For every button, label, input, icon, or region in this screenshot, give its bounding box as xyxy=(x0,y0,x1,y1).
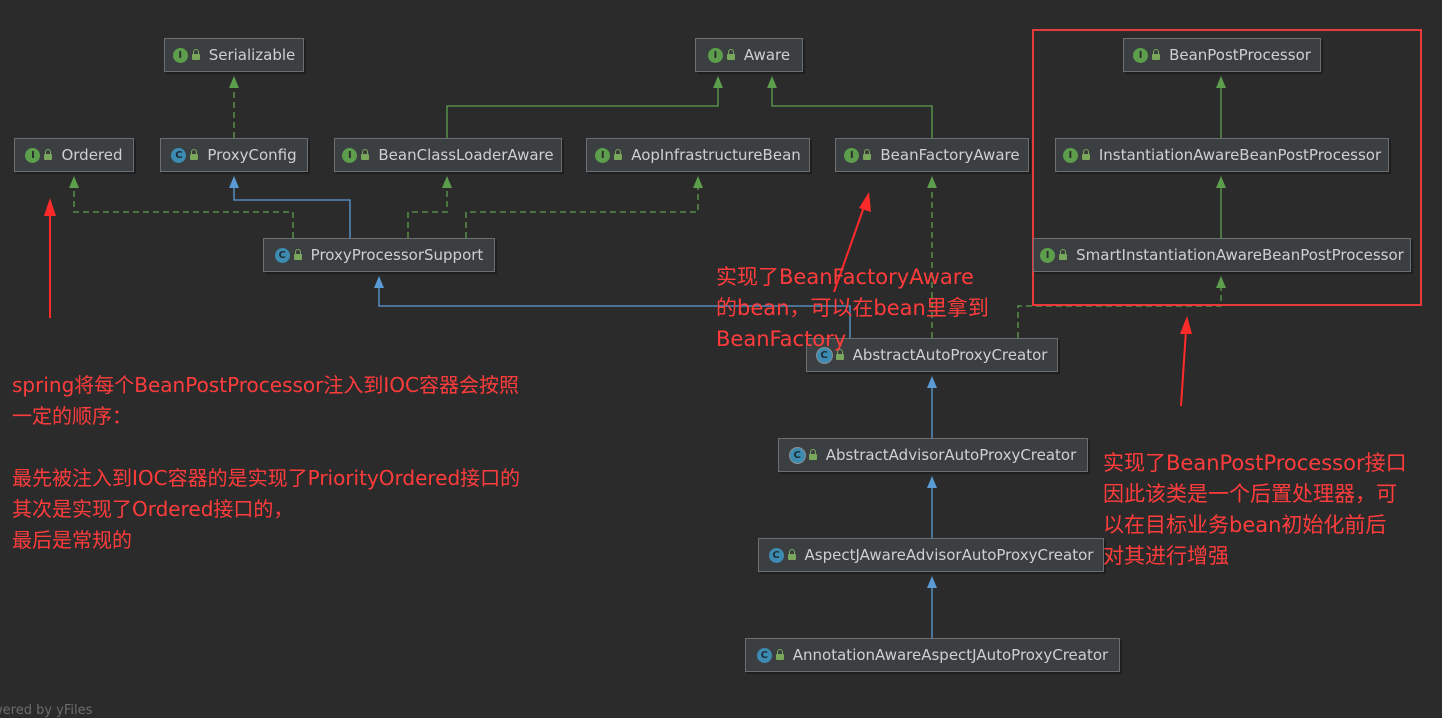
node-label: AbstractAutoProxyCreator xyxy=(852,346,1048,364)
abstract-class-icon: C xyxy=(816,347,832,363)
lock-icon xyxy=(726,49,735,60)
bean-post-processor-note: 实现了BeanPostProcessor接口 因此该类是一个后置处理器，可 以在… xyxy=(1103,451,1407,568)
link-aapc-pps xyxy=(378,288,851,338)
arrow-ajaaapc xyxy=(927,576,937,588)
interface-icon: I xyxy=(595,147,611,163)
lock-icon xyxy=(787,549,796,560)
node-proxy-config[interactable]: C ProxyConfig xyxy=(160,138,308,172)
link-pps-bcla xyxy=(407,188,448,238)
lock-icon xyxy=(614,149,623,160)
arrow-bfa xyxy=(927,176,937,188)
node-label: ProxyProcessorSupport xyxy=(310,246,484,264)
node-label: BeanClassLoaderAware xyxy=(378,146,554,164)
node-aspectj-aware-advisor-auto-proxy-creator[interactable]: C AspectJAwareAdvisorAutoProxyCreator xyxy=(758,538,1104,572)
lock-icon xyxy=(808,449,817,460)
bean-post-processor-highlight xyxy=(1032,29,1422,306)
lock-icon xyxy=(44,149,53,160)
arrow-aaapc xyxy=(927,476,937,488)
arrow-ordered xyxy=(69,176,79,188)
yfiles-footer: wered by yFiles xyxy=(0,703,93,718)
link-pps-ordered xyxy=(73,188,294,238)
node-bean-post-processor[interactable]: I BeanPostProcessor xyxy=(1123,38,1321,72)
node-aop-infrastructure-bean[interactable]: I AopInfrastructureBean xyxy=(586,138,810,172)
red-arrow-bfa-head xyxy=(859,192,871,212)
interface-icon: I xyxy=(1040,247,1056,263)
lock-icon xyxy=(775,649,784,660)
node-label: Aware xyxy=(743,46,791,64)
interface-icon: I xyxy=(1133,47,1149,63)
arrow-bcla xyxy=(442,176,452,188)
arrow-serializable xyxy=(229,76,239,88)
node-smart-instantiation-aware-bpp[interactable]: I SmartInstantiationAwareBeanPostProcess… xyxy=(1033,238,1411,272)
interface-icon: I xyxy=(1062,147,1078,163)
arrow-siabpp xyxy=(1216,276,1226,288)
node-label: Serializable xyxy=(208,46,296,64)
interface-icon: I xyxy=(844,147,860,163)
lock-icon xyxy=(1152,49,1161,60)
arrow-proxyconfig xyxy=(229,176,239,188)
lock-icon xyxy=(293,249,302,260)
arrow-aware-left xyxy=(713,76,723,88)
node-label: AnnotationAwareAspectJAutoProxyCreator xyxy=(792,646,1109,664)
link-pps-proxyconfig xyxy=(233,188,351,238)
node-label: InstantiationAwareBeanPostProcessor xyxy=(1098,146,1382,164)
lock-icon xyxy=(361,149,370,160)
node-label: Ordered xyxy=(61,146,123,164)
arrow-aapc xyxy=(927,376,937,388)
node-ordered[interactable]: I Ordered xyxy=(14,138,134,172)
interface-icon: I xyxy=(707,47,723,63)
node-label: BeanFactoryAware xyxy=(880,146,1020,164)
link-bcla-aware xyxy=(446,82,719,138)
link-pps-aopinfra xyxy=(465,188,699,238)
link-bfa-aware xyxy=(771,82,933,138)
node-label: ProxyConfig xyxy=(207,146,297,164)
lock-icon xyxy=(1059,249,1068,260)
link-aapc-sibpp xyxy=(1017,288,1222,338)
arrow-aopinfra xyxy=(693,176,703,188)
lock-icon xyxy=(1081,149,1090,160)
class-icon: C xyxy=(756,647,772,663)
node-abstract-auto-proxy-creator[interactable]: C AbstractAutoProxyCreator xyxy=(806,338,1058,372)
abstract-class-icon: C xyxy=(789,447,805,463)
node-proxy-processor-support[interactable]: C ProxyProcessorSupport xyxy=(263,238,495,272)
red-arrow-bpp-head xyxy=(1180,316,1192,334)
lock-icon xyxy=(835,349,844,360)
interface-icon: I xyxy=(172,47,188,63)
node-aware[interactable]: I Aware xyxy=(695,38,803,72)
lock-icon xyxy=(863,149,872,160)
class-icon: C xyxy=(274,247,290,263)
arrow-aware-right xyxy=(767,76,777,88)
node-instantiation-aware-bpp[interactable]: I InstantiationAwareBeanPostProcessor xyxy=(1055,138,1389,172)
node-label: BeanPostProcessor xyxy=(1169,46,1311,64)
class-icon: C xyxy=(171,147,187,163)
red-arrow-bpp xyxy=(1180,329,1187,407)
node-abstract-advisor-auto-proxy-creator[interactable]: C AbstractAdvisorAutoProxyCreator xyxy=(778,438,1088,472)
bean-factory-aware-note: 实现了BeanFactoryAware 的bean，可以在bean里拿到 Bea… xyxy=(716,265,989,351)
interface-icon: I xyxy=(25,147,41,163)
interface-icon: I xyxy=(342,147,358,163)
arrow-bpp xyxy=(1216,76,1226,88)
red-arrow-bfa xyxy=(833,203,866,293)
node-label: SmartInstantiationAwareBeanPostProcessor xyxy=(1076,246,1404,264)
node-annotation-aware-aspectj-auto-proxy-creator[interactable]: C AnnotationAwareAspectJAutoProxyCreator xyxy=(745,638,1120,672)
node-label: AbstractAdvisorAutoProxyCreator xyxy=(825,446,1077,464)
node-label: AopInfrastructureBean xyxy=(631,146,801,164)
node-serializable[interactable]: I Serializable xyxy=(164,38,304,72)
lock-icon xyxy=(191,49,200,60)
arrow-pps xyxy=(374,276,384,288)
node-bean-class-loader-aware[interactable]: I BeanClassLoaderAware xyxy=(334,138,562,172)
arrow-iabpp xyxy=(1216,176,1226,188)
class-icon: C xyxy=(768,547,784,563)
node-bean-factory-aware[interactable]: I BeanFactoryAware xyxy=(835,138,1029,172)
ordering-note: spring将每个BeanPostProcessor注入到IOC容器会按照 一定… xyxy=(12,373,521,552)
node-label: AspectJAwareAdvisorAutoProxyCreator xyxy=(804,546,1094,564)
lock-icon xyxy=(190,149,199,160)
red-arrow-ordered-head xyxy=(44,198,56,216)
